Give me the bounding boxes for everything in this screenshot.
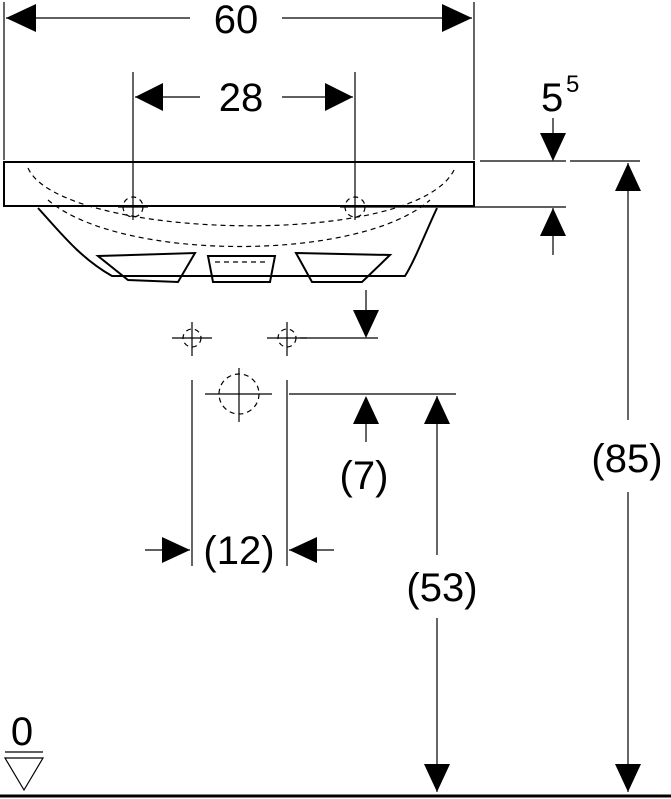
label-drain-height: (53) — [406, 566, 477, 610]
tap-hole-left — [118, 72, 148, 220]
basin-outline — [3, 161, 475, 284]
label-tap-spacing: 28 — [219, 76, 264, 120]
dimension-tap-spacing: 28 — [135, 76, 353, 120]
label-rim-thickness: 5 — [541, 76, 563, 120]
label-total-height: (85) — [591, 437, 662, 481]
tap-hole-right — [340, 72, 566, 220]
dimension-total-height: (85) — [570, 160, 663, 792]
label-rim-thickness-superscript: 5 — [566, 71, 579, 98]
waste-centerline-marks — [172, 290, 379, 422]
dimension-overall-width: 60 — [3, 0, 475, 160]
label-floor-level: 0 — [11, 710, 33, 754]
dimension-rim-thickness: 5 5 — [480, 71, 579, 255]
label-overall-width: 60 — [214, 0, 259, 42]
dimension-drain-spacing: (12) — [145, 380, 334, 573]
label-drain-spacing: (12) — [203, 529, 274, 573]
dimension-drain-height: (53) — [406, 396, 478, 792]
label-drain-offset: (7) — [340, 454, 389, 498]
floor-datum: 0 — [0, 710, 671, 798]
level-triangle-icon — [3, 757, 45, 792]
dimension-drain-offset: (7) — [289, 393, 456, 498]
